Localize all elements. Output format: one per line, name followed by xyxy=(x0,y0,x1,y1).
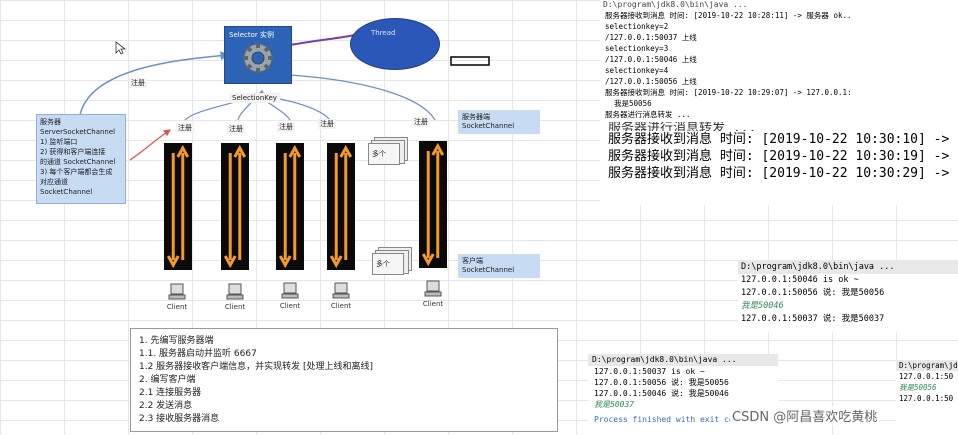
console-title: D:\program\jdk8.0\bin\java ... xyxy=(603,0,748,9)
server-box-line: 对应通道 xyxy=(40,178,68,186)
client-computer: Client xyxy=(163,283,191,311)
console-line: /127.0.0.1:50037 上线 xyxy=(605,33,697,42)
step-line: 1.1. 服务器启动并监听 6667 xyxy=(139,349,257,359)
console-title: D:\program\jdk8.0\bin\java ... xyxy=(588,354,778,366)
console-line: 服务器接收到消息 时间: [2019-10-22 10:28:11] -> 服务… xyxy=(605,11,852,20)
steps-box: 1. 先编写服务器端 1.1. 服务器启动并监听 6667 1.2 服务器接收客… xyxy=(130,328,558,432)
socket-channel-pipe xyxy=(419,141,447,268)
client-end-box: 客户端 SocketChannel xyxy=(458,254,540,278)
thread-label: Thread xyxy=(371,29,396,37)
client-label: Client xyxy=(422,300,444,308)
step-line: 2.3 接收服务器消息 xyxy=(139,414,220,424)
console-line: 服务器接收到消息 时间: [2019-10-22 10:29:07] -> 12… xyxy=(605,88,852,97)
console-line: 127.0.0.1:50056 说: 我是50056 xyxy=(741,288,885,298)
console-line: /127.0.0.1:50056 上线 xyxy=(605,77,697,86)
socket-channel-pipe xyxy=(276,143,304,270)
console-zoom-partial: 服务器进行消息转发 ... xyxy=(608,122,757,131)
console-title: D:\program\jdk8.0\bin\java ... xyxy=(738,260,958,274)
client-end-title: 客户端 xyxy=(462,257,483,265)
console-zoom-line: 服务器接收到消息 时间: [2019-10-22 10:30:29] -> xyxy=(608,166,950,181)
client-label: Client xyxy=(330,302,352,310)
console-line: 127.0.0.1:50037 说: 我是50037 xyxy=(741,314,885,324)
double-arrow-icon xyxy=(278,144,302,269)
console-line: 服务器进行消息转发 ... xyxy=(605,110,691,119)
client-computer: Client xyxy=(276,282,304,310)
selection-key-label: SelectionKey xyxy=(229,93,280,103)
console-line: 127.0.0.1:50056 说: 我是50056 xyxy=(594,378,729,387)
client-computer: Client xyxy=(327,282,355,310)
socket-channel-pipe xyxy=(221,143,249,270)
register-label: 注册 xyxy=(412,117,430,127)
client-computer: Client xyxy=(221,283,249,311)
console-line: /127.0.0.1:50046 上线 xyxy=(605,55,697,64)
console-zoom-line: 服务器接收到消息 时间: [2019-10-22 10:30:10] -> xyxy=(608,132,950,147)
selector-box: Selector 实例 xyxy=(224,26,292,84)
computer-icon xyxy=(424,280,442,297)
server-end-title: 服务器端 xyxy=(462,113,490,121)
console-line: 127.0.0.1:50 xyxy=(899,372,954,381)
step-line: 2. 编写客户端 xyxy=(139,375,196,385)
console-line: selectionkey=3 xyxy=(605,44,669,53)
step-line: 2.2 发送消息 xyxy=(139,401,193,411)
console-line: selectionkey=4 xyxy=(605,66,669,75)
console-input: 我是50046 xyxy=(741,301,784,311)
step-line: 1. 先编写服务器端 xyxy=(139,336,214,346)
register-label-top: 注册 xyxy=(129,78,147,88)
socket-channel-pipe xyxy=(327,143,355,270)
client-label: Client xyxy=(279,302,301,310)
console-line: selectionkey=2 xyxy=(605,22,669,31)
client-computer: Client xyxy=(419,280,447,308)
server-box-line: 1) 监听端口 xyxy=(40,138,78,146)
console-line: 我是50056 xyxy=(605,99,652,108)
register-label: 注册 xyxy=(176,123,194,133)
console-line: 127.0.0.1:50037 is ok ~ xyxy=(594,367,705,376)
client-label: Client xyxy=(166,303,188,311)
client-console-3: D:\program\jdk8.0\bin\ 127.0.0.1:50 我是50… xyxy=(896,360,958,435)
socket-channel-pipe xyxy=(164,143,192,270)
console-line: 127.0.0.1:50046 is ok ~ xyxy=(741,275,859,285)
many-label: 多个 xyxy=(372,253,404,275)
many-label: 多个 xyxy=(368,143,400,165)
server-console: D:\program\jdk8.0\bin\java ... 服务器接收到消息 … xyxy=(600,0,958,205)
thread-ellipse: Thread xyxy=(350,18,440,70)
selector-label: Selector 实例 xyxy=(229,31,274,39)
server-box-line: 3) 每个客户端都会生成 xyxy=(40,168,113,176)
gear-icon xyxy=(243,43,273,73)
double-arrow-icon xyxy=(421,142,445,267)
register-label: 注册 xyxy=(277,122,295,132)
step-line: 1.2 服务器接收客户端信息，并实现转发 [处理上线和离线] xyxy=(139,362,374,372)
computer-icon xyxy=(281,282,299,299)
server-end-box: 服务器端 SocketChannel xyxy=(458,110,540,134)
console-line: 127.0.0.1:50046 说: 我是50046 xyxy=(594,389,729,398)
console-input: 我是50056 xyxy=(899,383,937,392)
client-label: Client xyxy=(224,303,246,311)
client-end-sub: SocketChannel xyxy=(462,266,515,274)
console-input: 我是50037 xyxy=(594,400,635,409)
server-box-line: 2) 获得和客户端连接 xyxy=(40,148,106,156)
console-line: 127.0.0.1:50 xyxy=(899,394,954,403)
console-title: D:\program\jdk8.0\bin\ xyxy=(896,360,958,371)
server-box-line: 的通道 SocketChannel xyxy=(40,158,116,166)
server-box-title: 服务器 xyxy=(40,118,61,126)
client-console-1: D:\program\jdk8.0\bin\java ... 127.0.0.1… xyxy=(738,260,958,332)
double-arrow-icon xyxy=(166,144,190,269)
computer-icon xyxy=(168,283,186,300)
double-arrow-icon xyxy=(329,144,353,269)
server-box-line: SocketChannel xyxy=(40,188,93,196)
client-console-2: D:\program\jdk8.0\bin\java ... 127.0.0.1… xyxy=(588,354,778,435)
watermark: CSDN @阿昌喜欢吃黄桃 xyxy=(730,406,880,425)
double-arrow-icon xyxy=(223,144,247,269)
console-zoom-line: 服务器接收到消息 时间: [2019-10-22 10:30:19] -> xyxy=(608,149,950,164)
computer-icon xyxy=(332,282,350,299)
step-line: 2.1 连接服务器 xyxy=(139,388,202,398)
register-label: 注册 xyxy=(227,124,245,134)
server-end-sub: SocketChannel xyxy=(462,122,515,130)
computer-icon xyxy=(226,283,244,300)
register-label: 注册 xyxy=(318,119,336,129)
server-box: 服务器 ServerSocketChannel 1) 监听端口 2) 获得和客户… xyxy=(36,114,126,204)
server-box-line: ServerSocketChannel xyxy=(40,128,116,136)
